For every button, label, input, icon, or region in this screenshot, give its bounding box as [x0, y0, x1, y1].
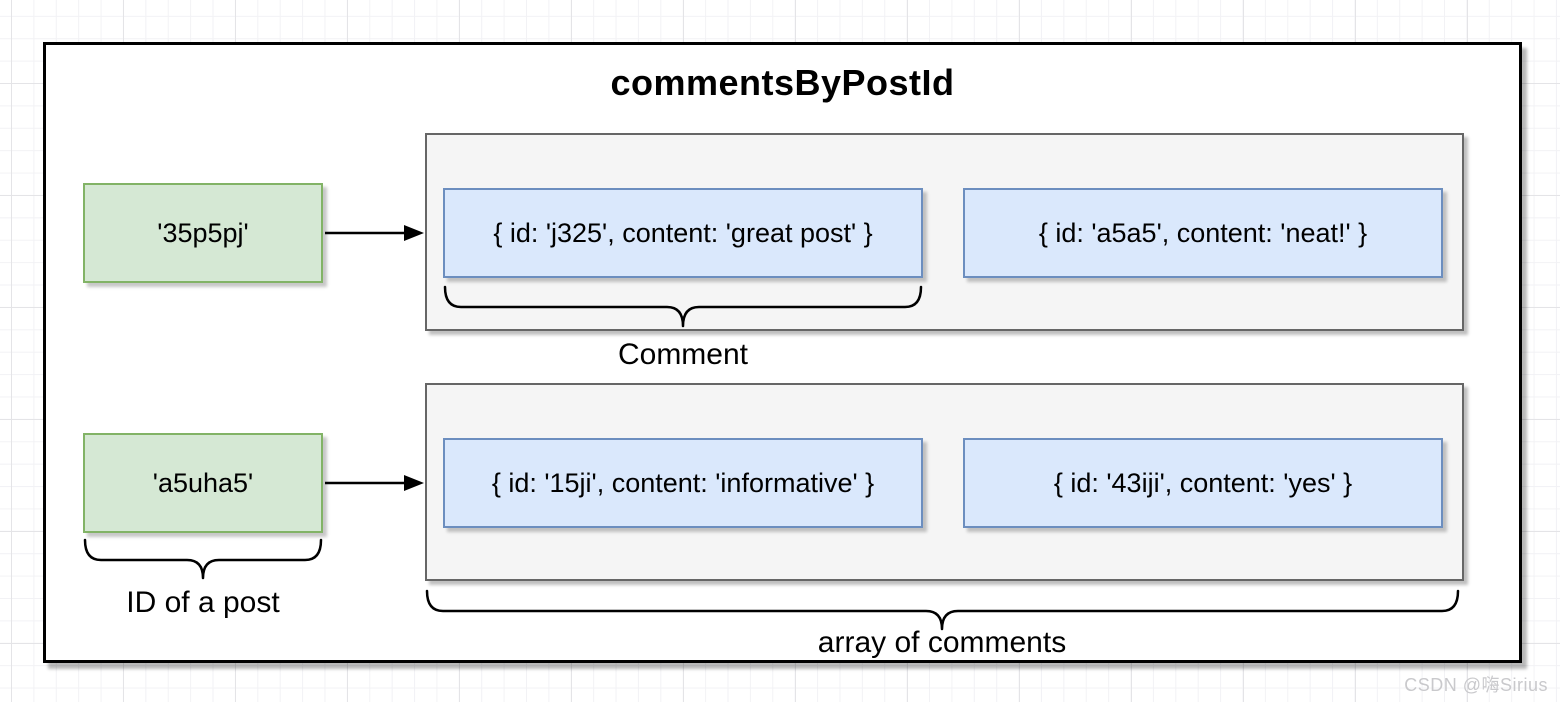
comment-value: { id: '43iji', content: 'yes' }	[1053, 467, 1353, 498]
comment-box: { id: 'a5a5', content: 'neat!' }	[963, 188, 1443, 278]
comment-box: { id: '43iji', content: 'yes' }	[963, 438, 1443, 528]
page-title: commentsByPostId	[610, 62, 955, 103]
comment-value: { id: 'j325', content: 'great post' }	[493, 217, 873, 248]
comment-value: { id: 'a5a5', content: 'neat!' }	[1038, 217, 1368, 248]
comment-value: { id: '15ji', content: 'informative' }	[491, 467, 875, 498]
comments-array-container-2: { id: '15ji', content: 'informative' } {…	[425, 383, 1464, 581]
post-id-box-2: 'a5uha5'	[83, 433, 323, 533]
array-of-comments-label: array of comments	[817, 626, 1067, 659]
post-id-box-1: '35p5pj'	[83, 183, 323, 283]
post-id-label: ID of a post	[126, 586, 280, 619]
comments-array-container-1: { id: 'j325', content: 'great post' } { …	[425, 133, 1464, 331]
post-id-value: 'a5uha5'	[152, 467, 254, 498]
comment-box: { id: 'j325', content: 'great post' }	[443, 188, 923, 278]
watermark: CSDN @嗨Sirius	[1404, 675, 1548, 695]
comment-label: Comment	[617, 338, 749, 371]
comment-box: { id: '15ji', content: 'informative' }	[443, 438, 923, 528]
post-id-value: '35p5pj'	[157, 217, 249, 248]
